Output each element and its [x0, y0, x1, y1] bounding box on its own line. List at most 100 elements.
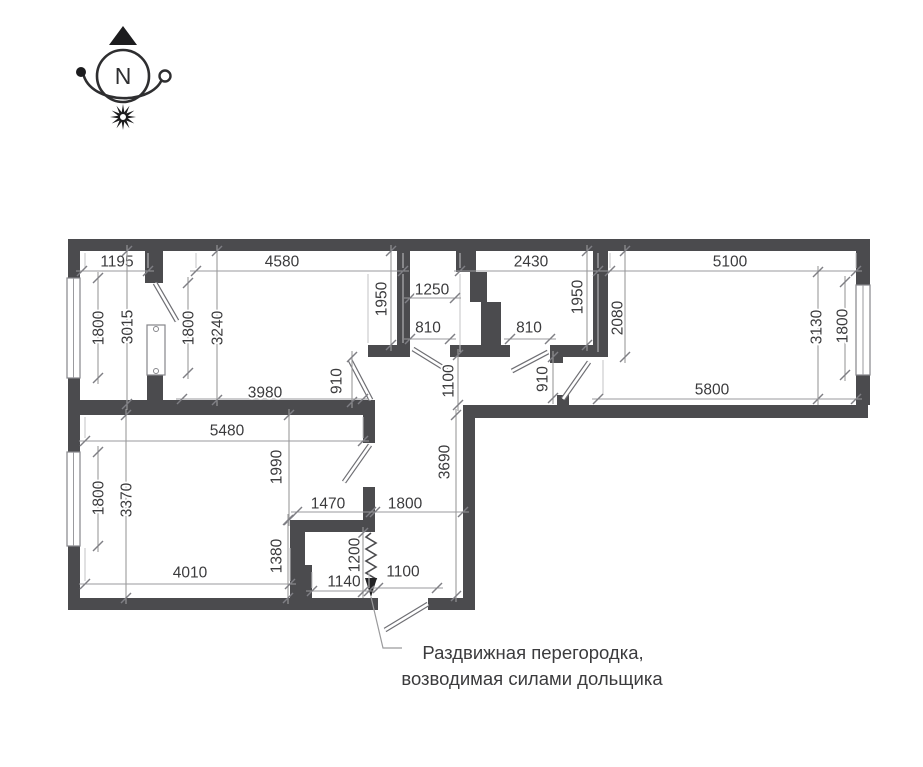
door-leaf [383, 601, 430, 633]
wall-closet-lower [147, 375, 163, 400]
dimension-tick [452, 349, 464, 361]
dimension-tick [284, 578, 296, 590]
dimension-tick [176, 393, 188, 405]
dimension-label: 3240 [209, 310, 226, 345]
dimension-tick [211, 245, 223, 257]
dimension-tick [121, 398, 133, 410]
dimension-tick [283, 409, 295, 421]
dimension-label: 3370 [118, 482, 135, 517]
closet-duct-element [146, 324, 166, 376]
wall-right-section-bottom [463, 405, 868, 418]
wall-right-room-left [593, 251, 608, 357]
dimension-tick [120, 592, 132, 604]
compass-left-dot-icon [76, 67, 86, 77]
dimension-label: 1380 [268, 538, 285, 573]
dimension-label: 3980 [248, 384, 283, 401]
wall-outer-top [68, 239, 870, 251]
dimension-tick [812, 266, 824, 278]
dimension-label: 1800 [180, 310, 197, 345]
dimension-tick [581, 245, 593, 257]
dimension-tick [547, 351, 559, 363]
dimension-tick [282, 592, 294, 604]
windows [66, 277, 871, 547]
dimension-tick [369, 506, 381, 518]
dimension-label: 3130 [808, 309, 825, 344]
dimension-tick [452, 399, 464, 411]
door-jamb-stub [557, 395, 569, 405]
wall-niche-left [290, 532, 305, 565]
dimension-tick [190, 265, 202, 277]
dimension-label: 1100 [440, 364, 457, 398]
wall-niche-top [290, 520, 375, 532]
dimension-tick [182, 277, 194, 289]
door-leaf [152, 281, 180, 323]
door-leaf [560, 360, 592, 401]
dimension-tick [397, 265, 409, 277]
dimension-tick [92, 372, 104, 384]
window [66, 277, 81, 379]
dimension-tick [385, 245, 397, 257]
vent-shaft-step [470, 272, 487, 302]
dimension-tick [619, 245, 631, 257]
walls [68, 239, 870, 610]
dimension-tick [619, 351, 631, 363]
dimension-label: 1800 [90, 480, 107, 515]
dimension-label: 1195 [100, 253, 133, 270]
vent-shaft-step [456, 251, 476, 272]
dimension-label: 1950 [569, 279, 586, 314]
dimension-label: 3015 [119, 310, 136, 344]
wall-bathroom-bottom [368, 345, 410, 357]
wall-corridor-left [363, 487, 375, 520]
dimension-tick [142, 265, 154, 277]
leader-line [370, 596, 402, 649]
dimension-label: 1100 [386, 563, 420, 580]
dimension-tick [454, 265, 466, 277]
dimension-label: 810 [415, 319, 441, 336]
compass-north-arrow-icon [109, 26, 137, 45]
wall-bathroom-bottom [450, 345, 510, 357]
compass-north-label: N [115, 63, 132, 89]
dimension-label: 1470 [311, 495, 346, 512]
door-leaf [341, 443, 373, 484]
dimension-label: 1990 [268, 449, 285, 484]
wall-niche-step [290, 565, 312, 598]
dimension-tick [182, 367, 194, 379]
wall-corridor-left [363, 415, 375, 443]
dimension-tick [592, 393, 604, 405]
dimension-tick [450, 590, 462, 602]
annotation: Раздвижная перегородка, возводимая силам… [401, 642, 663, 689]
dimension-label: 2080 [609, 300, 626, 335]
compass-right-ring-icon [158, 69, 172, 83]
dimension-label: 1200 [346, 537, 363, 572]
wall-outer-bottom [68, 598, 378, 610]
dimension-tick [120, 409, 132, 421]
dimension-tick [306, 585, 318, 597]
dimension-tick [291, 506, 303, 518]
dimension-tick [76, 265, 88, 277]
dimension-tick [850, 393, 862, 405]
dimension-tick [592, 265, 604, 277]
dimension-tick [449, 292, 461, 304]
dimension-tick [444, 333, 456, 345]
dimension-label: 1800 [90, 310, 107, 345]
dimension-tick [604, 265, 616, 277]
dimension-tick [357, 527, 369, 539]
doors [152, 281, 592, 633]
dimension-tick [357, 393, 369, 405]
compass-circle [95, 48, 151, 104]
leader-arrowhead-icon [365, 578, 377, 597]
wall-bathroom-bottom [550, 345, 598, 357]
door-leaf [510, 349, 550, 374]
dimension-tick [346, 351, 358, 363]
compass-rose: N [76, 26, 172, 130]
dimension-tick [839, 369, 851, 381]
dimension-tick [850, 265, 862, 277]
dimension-tick [357, 435, 369, 447]
wall-outer-right [856, 375, 870, 405]
dimension-tick [357, 586, 369, 598]
dimension-label: 910 [534, 366, 551, 392]
dimension-label: 1800 [388, 495, 423, 512]
wall-room-divider [80, 400, 375, 415]
